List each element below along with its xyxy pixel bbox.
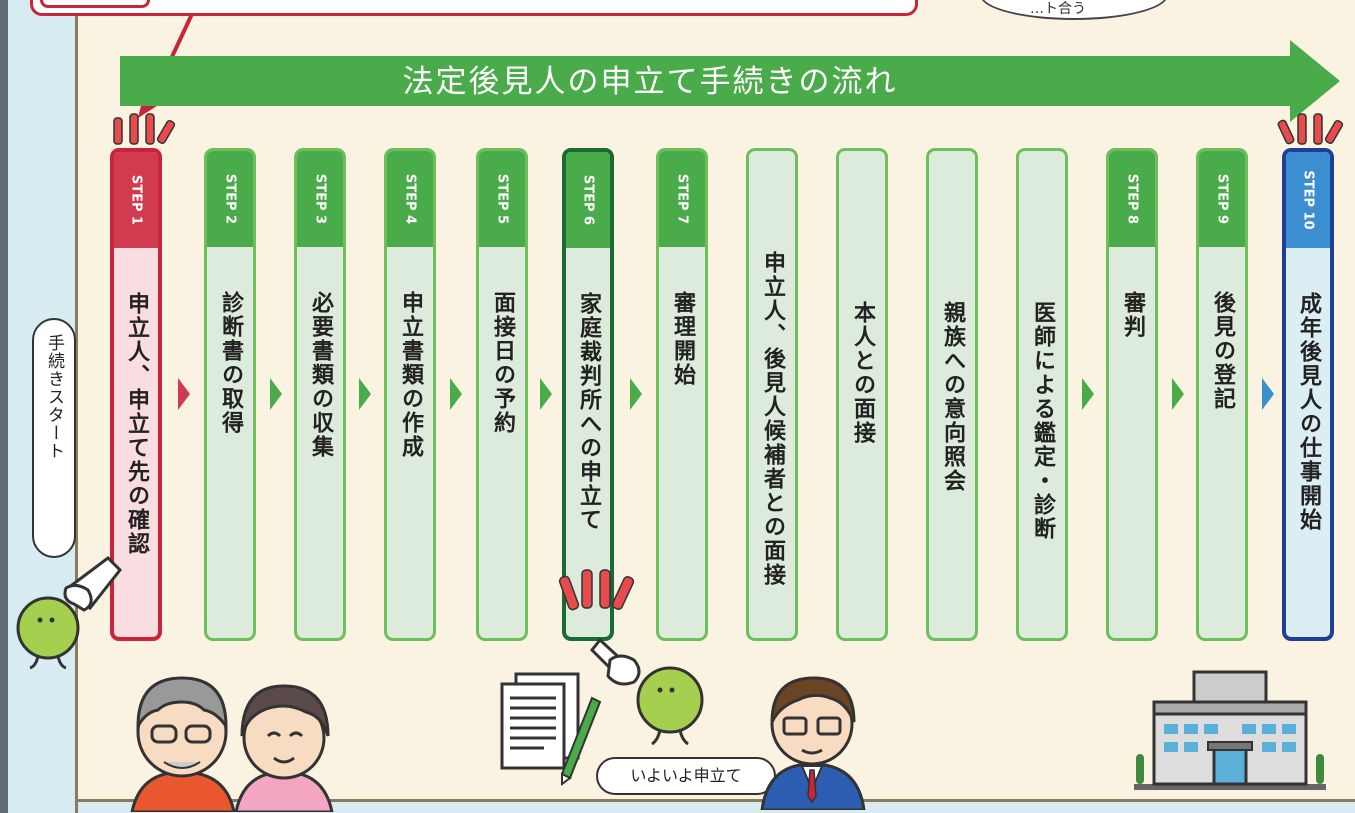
step-1: STEP 1 申立人、申立て先の確認 xyxy=(110,148,162,641)
apply-speech-text: いよいよ申立て xyxy=(630,766,742,785)
man-in-suit-icon xyxy=(760,676,866,810)
step-3-label: 必要書類の収集 xyxy=(308,291,333,459)
top-callout-label-box xyxy=(40,0,150,8)
step-5-tab: STEP 5 xyxy=(479,151,525,247)
step-2-label: 診断書の取得 xyxy=(218,291,243,435)
sparkle-icon xyxy=(1277,113,1344,145)
step-8-label: 審判 xyxy=(1120,291,1145,339)
top-right-speech-bubble: …ト合う xyxy=(980,0,1168,20)
step-6-tab: STEP 6 xyxy=(566,152,610,248)
step-2: STEP 2 診断書の取得 xyxy=(204,148,256,641)
step-7-tab-label: STEP 7 xyxy=(674,173,690,225)
step-3-tab-label: STEP 3 xyxy=(312,173,328,225)
top-callout-box xyxy=(30,0,918,16)
step-9: STEP 9 後見の登記 xyxy=(1196,148,1248,641)
building-icon xyxy=(1134,670,1326,790)
step-3-tab: STEP 3 xyxy=(297,151,343,247)
elderly-couple-icon xyxy=(130,676,334,812)
step-4-label: 申立書類の作成 xyxy=(398,291,423,459)
start-speech-text: 手続きスタート xyxy=(44,334,64,460)
left-wall-edge xyxy=(0,0,8,813)
step-7-sub-person-interview-label: 本人との面接 xyxy=(850,301,875,445)
step-1-label: 申立人、申立て先の確認 xyxy=(124,292,149,556)
step-8-tab-label: STEP 8 xyxy=(1124,173,1140,225)
chevron-right-icon xyxy=(630,378,642,410)
step-5-tab-label: STEP 5 xyxy=(494,173,510,225)
start-speech-bubble: 手続きスタート xyxy=(32,318,76,558)
chevron-right-icon xyxy=(359,378,371,410)
step-10-tab: STEP 10 xyxy=(1286,152,1330,248)
step-8: STEP 8 審判 xyxy=(1106,148,1158,641)
step-7-sub-person-interview: 本人との面接 xyxy=(836,148,888,641)
step-4-tab-label: STEP 4 xyxy=(402,173,418,225)
top-right-speech-text: …ト合う xyxy=(1030,1,1086,17)
chevron-right-icon xyxy=(270,378,282,410)
step-6-label: 家庭裁判所への申立て xyxy=(576,292,601,532)
step-1-tab: STEP 1 xyxy=(114,152,158,248)
step-2-tab-label: STEP 2 xyxy=(222,173,238,225)
chevron-right-icon xyxy=(1082,378,1094,410)
step-7-sub-relatives-inquiry-label: 親族への意向照会 xyxy=(940,301,965,493)
mascot-icon xyxy=(590,637,704,746)
step-8-tab: STEP 8 xyxy=(1109,151,1155,247)
step-7-sub-doctor-diagnosis-label: 医師による鑑定・診断 xyxy=(1030,301,1055,541)
step-6: STEP 6 家庭裁判所への申立て xyxy=(562,148,614,641)
chevron-right-icon xyxy=(1262,378,1274,410)
step-7-sub-interview-label: 申立人、後見人候補者との面接 xyxy=(760,251,785,587)
hand-pointer-icon xyxy=(558,569,635,611)
flow-arrow xyxy=(120,40,1340,122)
step-9-label: 後見の登記 xyxy=(1210,291,1235,411)
flow-title: 法定後見人の申立て手続きの流れ xyxy=(402,64,898,100)
step-7: STEP 7 審理開始 xyxy=(656,148,708,641)
apply-speech-bubble: いよいよ申立て xyxy=(596,757,776,795)
step-4-tab: STEP 4 xyxy=(387,151,433,247)
chevron-right-icon xyxy=(1172,378,1184,410)
step-9-tab-label: STEP 9 xyxy=(1214,173,1230,225)
documents-icon xyxy=(500,672,602,786)
step-7-sub-interview: 申立人、後見人候補者との面接 xyxy=(746,148,798,641)
step-5-label: 面接日の予約 xyxy=(490,291,515,435)
step-6-tab-label: STEP 6 xyxy=(580,174,596,226)
step-5: STEP 5 面接日の予約 xyxy=(476,148,528,641)
chevron-right-icon xyxy=(450,378,462,410)
step-3: STEP 3 必要書類の収集 xyxy=(294,148,346,641)
step-10-tab-label: STEP 10 xyxy=(1300,170,1316,230)
chevron-right-icon xyxy=(178,378,190,410)
chevron-right-icon xyxy=(540,378,552,410)
step-4: STEP 4 申立書類の作成 xyxy=(384,148,436,641)
step-7-sub-doctor-diagnosis: 医師による鑑定・診断 xyxy=(1016,148,1068,641)
step-7-sub-relatives-inquiry: 親族への意向照会 xyxy=(926,148,978,641)
step-10: STEP 10 成年後見人の仕事開始 xyxy=(1282,148,1334,641)
step-7-tab: STEP 7 xyxy=(659,151,705,247)
mascot-icon xyxy=(16,556,123,670)
sparkle-icon xyxy=(113,113,176,145)
step-10-label: 成年後見人の仕事開始 xyxy=(1296,292,1321,532)
step-1-tab-label: STEP 1 xyxy=(128,174,144,226)
step-7-label: 審理開始 xyxy=(670,291,695,387)
step-9-tab: STEP 9 xyxy=(1199,151,1245,247)
step-2-tab: STEP 2 xyxy=(207,151,253,247)
